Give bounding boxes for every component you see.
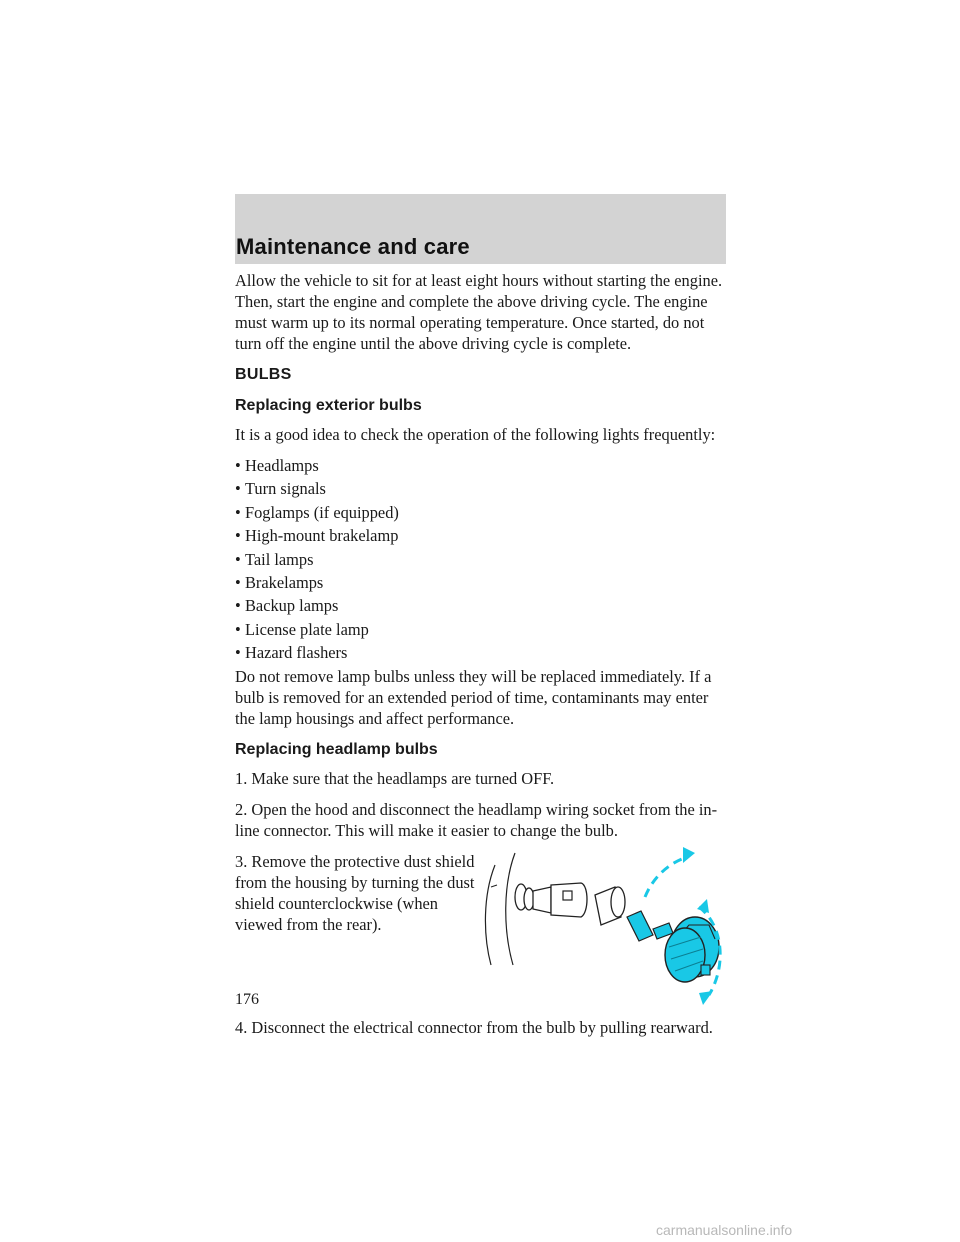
warning-paragraph: Do not remove lamp bulbs unless they wil… [235, 666, 712, 728]
step-1: 1. Make sure that the headlamps are turn… [235, 768, 555, 788]
bullet-icon: • [235, 596, 241, 616]
page-title: Maintenance and care [236, 234, 470, 259]
list-item: •Tail lamps [235, 549, 314, 569]
list-item: •High-mount brakelamp [235, 526, 399, 546]
page-number: 176 [235, 991, 259, 1008]
intro-paragraph: Allow the vehicle to sit for at least ei… [235, 271, 723, 353]
list-item: •Backup lamps [235, 596, 339, 616]
watermark: carmanualsonline.info [656, 1222, 793, 1238]
bullet-icon: • [235, 502, 241, 522]
step-4: 4. Disconnect the electrical connector f… [235, 1017, 713, 1037]
step-3: 3. Remove the protective dust shield fro… [235, 851, 475, 934]
bullet-icon: • [235, 456, 241, 475]
subheading-headlamp-bulbs: Replacing headlamp bulbs [235, 740, 438, 758]
step-2: 2. Open the hood and disconnect the head… [235, 799, 718, 840]
section-heading-bulbs: BULBS [235, 366, 292, 383]
list-item: •License plate lamp [235, 619, 369, 639]
bullet-icon: • [235, 479, 241, 499]
bullet-icon: • [235, 619, 241, 639]
header-band [235, 194, 726, 264]
step-3-block: 3. Remove the protective dust shield fro… [235, 846, 730, 1017]
list-item: •Foglamps (if equipped) [235, 502, 399, 522]
list-item: •Turn signals [235, 479, 326, 499]
list-item: •Brakelamps [235, 572, 324, 592]
headlamp-bulb-diagram-icon [484, 846, 722, 1005]
bullet-icon: • [235, 572, 241, 592]
list-item: •Headlamps [235, 456, 319, 475]
page-content: Allow the vehicle to sit for at least ei… [235, 270, 730, 1048]
exterior-lead: It is a good idea to check the operation… [235, 425, 716, 444]
list-item: •Hazard flashers [235, 643, 348, 663]
lights-list: •Headlamps •Turn signals •Foglamps (if e… [235, 455, 730, 663]
bullet-icon: • [235, 526, 241, 546]
bullet-icon: • [235, 643, 241, 663]
bullet-icon: • [235, 549, 241, 569]
subheading-exterior-bulbs: Replacing exterior bulbs [235, 397, 422, 414]
